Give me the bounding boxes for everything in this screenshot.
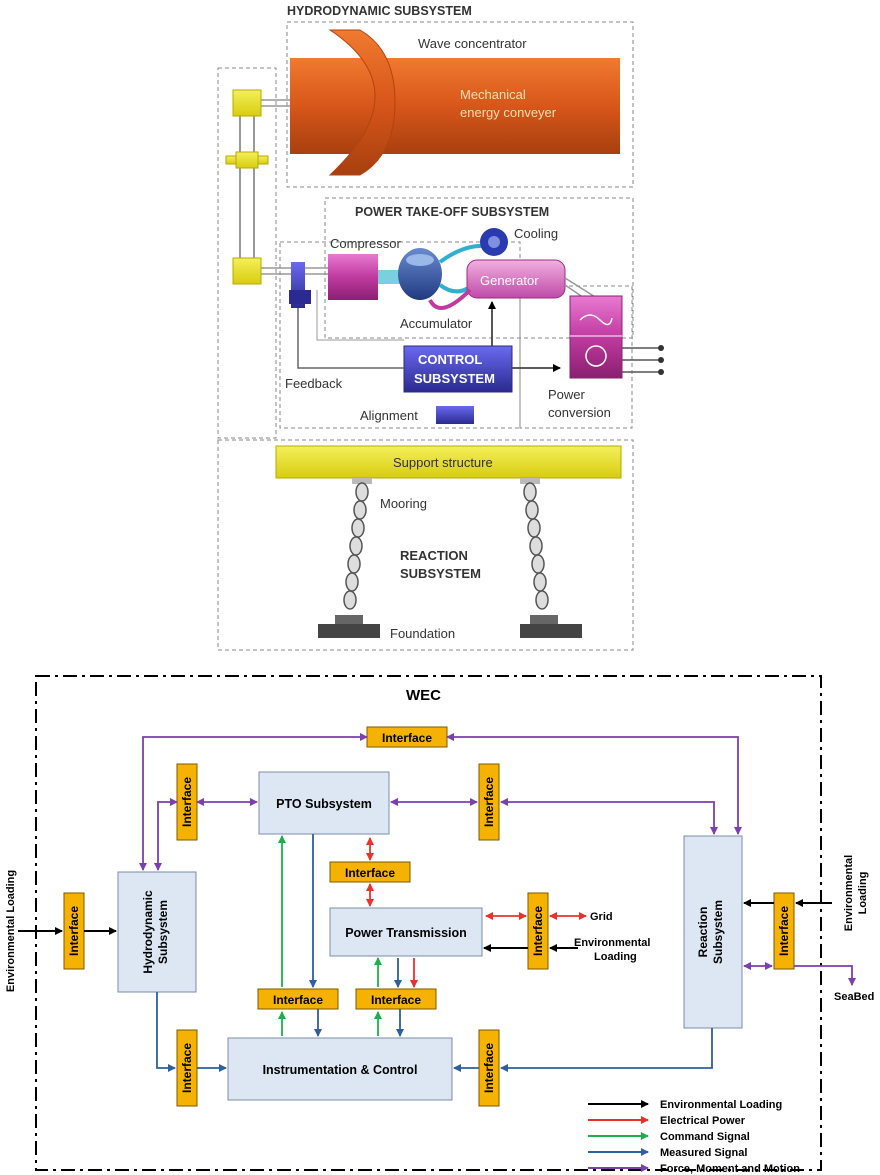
svg-text:Interface: Interface (345, 866, 395, 880)
control-subsystem-shape (403, 345, 513, 393)
power-conversion-label-2: conversion (548, 405, 611, 420)
interface-pt-grid: Interface (527, 892, 549, 970)
grid-label: Grid (590, 911, 613, 923)
interface-hydro-ic: Interface (176, 1029, 198, 1107)
control-label-2: SUBSYSTEM (414, 371, 495, 386)
support-structure-label: Support structure (393, 455, 493, 470)
compressor-label: Compressor (330, 236, 401, 251)
reaction-title-2: SUBSYSTEM (400, 566, 481, 581)
svg-text:Interface: Interface (482, 1043, 496, 1093)
legend: Environmental Loading Electrical Power C… (588, 1099, 800, 1175)
hydrodynamic-region (286, 21, 634, 188)
power-transmission-label: Power Transmission (345, 926, 467, 940)
power-conversion-region (519, 285, 633, 429)
reaction-title-1: REACTION (400, 548, 468, 563)
power-transmission-box (329, 907, 483, 957)
measured-arrows (156, 834, 713, 1072)
power-conversion-label-1: Power (548, 387, 586, 402)
svg-text:Interface: Interface (180, 1043, 194, 1093)
seabed-label: SeaBed (834, 991, 874, 1003)
electrical-arrows (366, 837, 587, 988)
legend-env: Environmental Loading (660, 1099, 782, 1111)
mooring-chain-left (343, 482, 369, 610)
support-structure-shape (275, 445, 622, 479)
reaction-region (217, 439, 634, 651)
env-loading-right-label-1: Environmental (843, 855, 855, 931)
hydrodynamic-title: HYDRODYNAMIC SUBSYSTEM (287, 4, 472, 18)
hydrodynamic-box (117, 871, 197, 993)
env-loading-mid-label-1: Environmental (574, 937, 650, 949)
legend-electrical: Electrical Power (660, 1115, 746, 1127)
svg-text:Interface: Interface (777, 906, 791, 956)
svg-text:Interface: Interface (531, 906, 545, 956)
svg-text:Interface: Interface (67, 906, 81, 956)
legend-force: Force, Moment and Motion (660, 1163, 800, 1175)
interface-pto-reaction: Interface (478, 763, 500, 841)
legend-command: Command Signal (660, 1131, 750, 1143)
alignment-block (436, 406, 474, 424)
mooring-chain-right (523, 482, 549, 610)
instrumentation-label: Instrumentation & Control (263, 1063, 418, 1077)
svg-text:Interface: Interface (371, 993, 421, 1007)
svg-text:Interface: Interface (482, 777, 496, 827)
feedback-label: Feedback (285, 376, 343, 391)
pto-subsystem-label: PTO Subsystem (276, 797, 372, 811)
top-illustration: HYDRODYNAMIC SUBSYSTEM Wave concentrator… (217, 4, 664, 651)
energy-conveyer-cylinder (290, 58, 620, 154)
block-diagram: WEC PTO Subsystem Power Transmission Ins… (5, 675, 874, 1175)
generator-label: Generator (480, 273, 539, 288)
joint-bottom (232, 257, 262, 285)
alignment-label: Alignment (360, 408, 418, 423)
wec-title: WEC (406, 687, 441, 704)
mech-label-1: Mechanical (460, 87, 526, 102)
force-arrows (139, 733, 856, 986)
command-arrows (278, 835, 382, 1036)
interface-pto-pt: Interface (329, 861, 411, 883)
reaction-label-1: Reaction (696, 907, 710, 958)
reaction-box (683, 835, 743, 1029)
interface-hydro-pto: Interface (176, 763, 198, 841)
generator-shape (466, 259, 566, 299)
foundation-label: Foundation (390, 626, 455, 641)
interface-reaction-ic: Interface (478, 1029, 500, 1107)
env-loading-left-label: Environmental Loading (5, 870, 17, 992)
wave-concentrator-label: Wave concentrator (418, 36, 527, 51)
svg-text:Interface: Interface (180, 777, 194, 827)
wave-concentrator-shape (328, 29, 396, 176)
env-loading-right-label-2: Loading (857, 872, 869, 915)
instrumentation-box (227, 1037, 453, 1101)
env-loading-mid-label-2: Loading (594, 951, 637, 963)
control-label-1: CONTROL (418, 352, 482, 367)
interface-pt-ic: Interface (355, 988, 437, 1010)
hydrodynamic-label-1: Hydrodynamic (141, 890, 155, 974)
mech-label-2: energy conveyer (460, 105, 557, 120)
foundation-left (318, 624, 380, 638)
legend-measured: Measured Signal (660, 1147, 747, 1159)
mooring-label: Mooring (380, 496, 427, 511)
interface-pto-ic: Interface (257, 988, 339, 1010)
interface-top: Interface (366, 726, 448, 748)
joint-top (232, 89, 262, 117)
interface-reaction-env: Interface (773, 892, 795, 970)
pto-title: POWER TAKE-OFF SUBSYSTEM (355, 205, 549, 219)
wec-boundary (35, 675, 822, 1171)
pto-region (324, 197, 634, 339)
env-arrows (18, 899, 832, 952)
foundation-right (520, 624, 582, 638)
hydrodynamic-label-2: Subsystem (156, 900, 170, 964)
arm-region (217, 67, 277, 439)
compressor-shape (328, 254, 378, 300)
accumulator-label: Accumulator (400, 316, 473, 331)
svg-text:Interface: Interface (382, 731, 432, 745)
reaction-label-2: Subsystem (711, 900, 725, 964)
svg-text:Interface: Interface (273, 993, 323, 1007)
interface-env-left: Interface (63, 892, 85, 970)
cooling-label: Cooling (514, 226, 558, 241)
power-conversion-shape (569, 295, 623, 379)
